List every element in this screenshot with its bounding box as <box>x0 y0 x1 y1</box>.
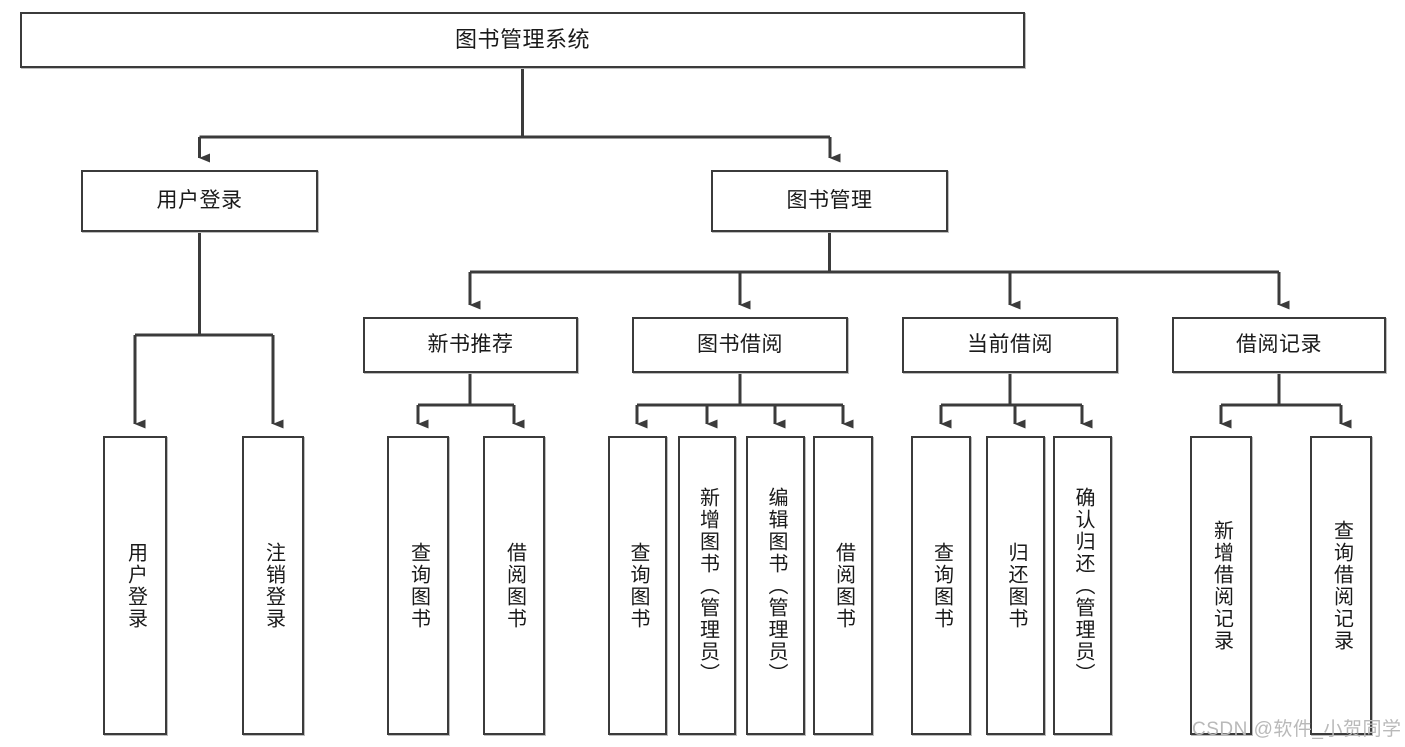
node-label: 查询图书 <box>627 541 649 630</box>
node-root-system[interactable]: 图书管理系统 <box>20 12 1025 68</box>
node-user-login[interactable]: 用户登录 <box>81 170 318 232</box>
node-leaf-query-borrow-record[interactable]: 查询借阅记录 <box>1310 436 1372 735</box>
node-label: 新书推荐 <box>427 332 514 356</box>
node-label: 查询图书 <box>930 541 953 630</box>
node-leaf-return-book[interactable]: 归还图书 <box>986 436 1045 735</box>
node-label: 确认归还（管理员） <box>1072 486 1094 685</box>
node-label: 新增图书（管理员） <box>696 486 719 685</box>
node-leaf-borrow-book-1[interactable]: 借阅图书 <box>483 436 545 735</box>
node-leaf-logout-login[interactable]: 注销登录 <box>242 436 304 735</box>
node-label: 用户登录 <box>124 541 147 630</box>
node-label: 图书管理系统 <box>454 27 590 53</box>
node-borrow-record[interactable]: 借阅记录 <box>1172 317 1386 373</box>
node-leaf-borrow-book-2[interactable]: 借阅图书 <box>813 436 873 735</box>
node-label: 图书借阅 <box>697 332 783 356</box>
node-leaf-query-book-3[interactable]: 查询图书 <box>911 436 971 735</box>
node-leaf-user-login[interactable]: 用户登录 <box>103 436 167 735</box>
node-leaf-add-borrow-record[interactable]: 新增借阅记录 <box>1190 436 1252 735</box>
node-leaf-add-book[interactable]: 新增图书（管理员） <box>678 436 736 735</box>
node-label: 当前借阅 <box>967 332 1053 356</box>
node-leaf-confirm-return[interactable]: 确认归还（管理员） <box>1053 436 1112 735</box>
node-leaf-query-book-2[interactable]: 查询图书 <box>608 436 667 735</box>
node-current-borrow[interactable]: 当前借阅 <box>902 317 1118 373</box>
node-leaf-edit-book[interactable]: 编辑图书（管理员） <box>746 436 805 735</box>
node-label: 查询图书 <box>407 541 430 630</box>
node-label: 编辑图书（管理员） <box>765 486 787 685</box>
node-label: 图书管理 <box>786 188 873 212</box>
node-new-book-recommend[interactable]: 新书推荐 <box>363 317 578 373</box>
node-book-manage[interactable]: 图书管理 <box>711 170 948 232</box>
node-label: 用户登录 <box>156 188 243 212</box>
node-label: 新增借阅记录 <box>1210 519 1233 652</box>
node-label: 借阅记录 <box>1236 332 1322 356</box>
node-label: 查询借阅记录 <box>1330 519 1353 652</box>
node-label: 归还图书 <box>1005 541 1027 630</box>
node-label: 注销登录 <box>262 541 285 630</box>
node-leaf-query-book-1[interactable]: 查询图书 <box>387 436 449 735</box>
node-label: 借阅图书 <box>832 541 855 630</box>
node-label: 借阅图书 <box>503 541 526 630</box>
node-book-borrow[interactable]: 图书借阅 <box>632 317 848 373</box>
csdn-watermark: CSDN @软件_小贺同学 <box>1192 719 1402 740</box>
